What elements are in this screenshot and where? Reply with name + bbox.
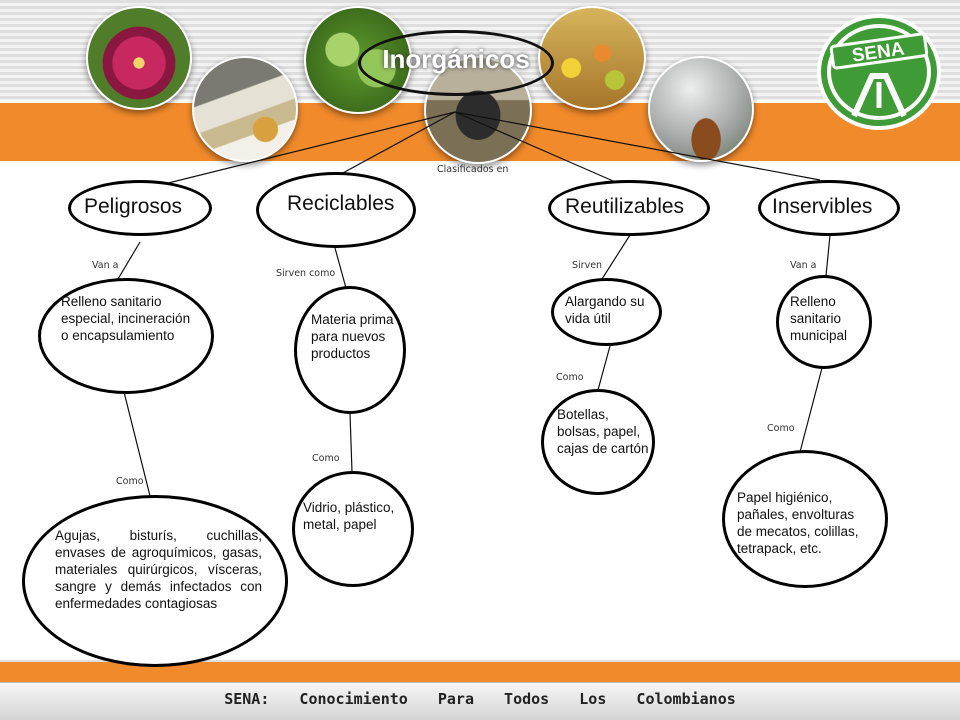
node-alargando-text: Alargando su vida útil [565, 294, 645, 326]
diagram-title: Inorgánicos [382, 44, 530, 74]
category-reutilizables-label: Reutilizables [565, 195, 685, 218]
footer-bar [0, 682, 960, 720]
category-peligrosos-label: Peligrosos [84, 195, 183, 218]
preserves-jars-photo [538, 6, 646, 110]
category-reutilizables [548, 180, 710, 236]
category-inservibles-label: Inservibles [772, 195, 873, 218]
node-botellas [541, 389, 655, 495]
node-materia-prima-text: Materia prima para nuevos productos [311, 312, 394, 361]
node-relleno-municipal-text: Relleno sanitario municipal [790, 294, 848, 343]
title-oval [358, 30, 554, 96]
label-peligrosos-como: Como [116, 476, 144, 487]
label-reciclables-como: Como [312, 453, 340, 464]
category-peligrosos [68, 180, 212, 236]
node-relleno-municipal [776, 275, 872, 369]
node-papel-higienico-text: Papel higiénico, pañales, envolturas de … [737, 490, 859, 556]
category-reciclables-label: Reciclables [287, 192, 395, 215]
node-vidrio [292, 471, 414, 587]
footer-orange-band [0, 662, 960, 682]
label-reutilizables-como: Como [556, 372, 584, 383]
category-reciclables [256, 172, 416, 248]
sena-logo: SENA [817, 14, 941, 130]
label-inservibles-van-a: Van a [790, 260, 817, 271]
node-papel-higienico [722, 450, 888, 588]
node-alargando [551, 278, 662, 346]
node-relleno-especial [38, 278, 214, 394]
node-relleno-especial-text: Relleno sanitario especial, incineración… [61, 294, 191, 343]
category-inservibles [758, 180, 900, 236]
node-agujas [22, 495, 288, 667]
label-reciclables-sirven-como: Sirven como [276, 268, 336, 279]
label-reutilizables-sirven: Sirven [572, 260, 603, 271]
label-clasificados-en: Clasificados en [437, 164, 509, 175]
burning-worker-photo [648, 56, 754, 162]
label-inservibles-como: Como [767, 423, 795, 434]
orchid-photo [86, 6, 192, 110]
footer-slogan: SENA: Conocimiento Para Todos Los Colomb… [224, 690, 736, 708]
node-botellas-text: Botellas, bolsas, papel, cajas de cartón [557, 407, 649, 456]
label-peligrosos-van-a: Van a [92, 260, 119, 271]
buffet-photo [192, 56, 298, 162]
node-materia-prima [294, 286, 406, 414]
node-vidrio-text: Vidrio, plástico, metal, papel [303, 500, 395, 532]
node-agujas-text: Agujas, bisturís, cuchillas, envases de … [55, 528, 262, 611]
